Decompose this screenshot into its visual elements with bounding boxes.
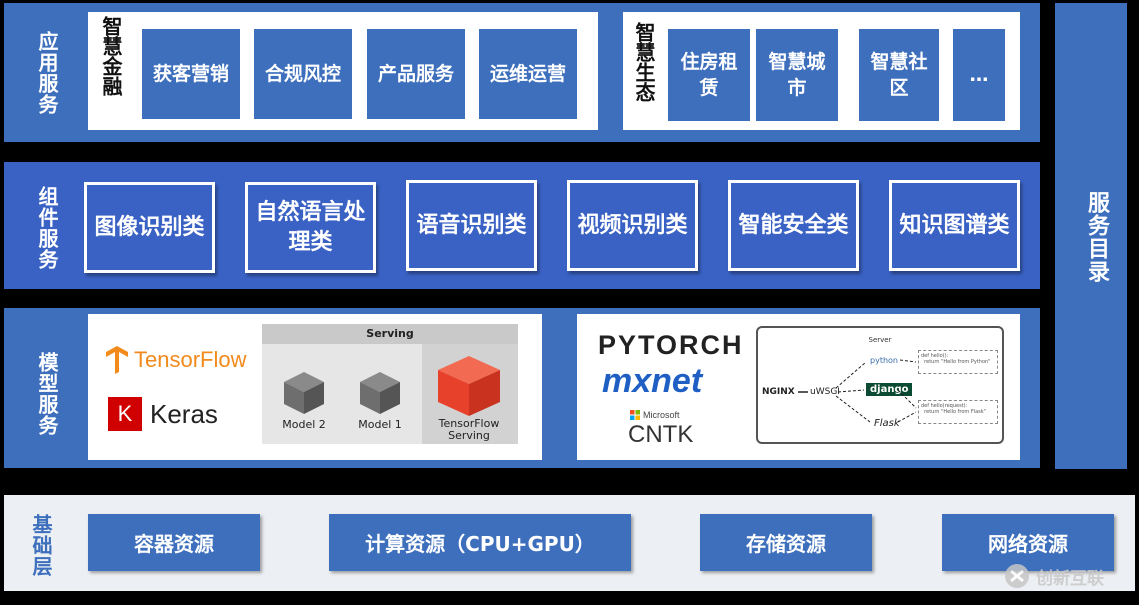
model2-cube-icon — [284, 372, 324, 414]
ecology-item-housing[interactable]: 住房租赁 — [668, 29, 750, 121]
finance-item-marketing[interactable]: 获客营销 — [142, 29, 240, 119]
tensorflow-serving-label: TensorFlow Serving — [438, 417, 500, 442]
watermark-logo-icon — [1005, 564, 1029, 588]
component-video-recognition[interactable]: 视频识别类 — [567, 180, 698, 271]
server-flow-arrows — [798, 359, 917, 423]
serving-title: Serving — [366, 327, 414, 340]
tensorflow-logo: TensorFlow — [104, 344, 264, 376]
finance-item-product[interactable]: 产品服务 — [367, 29, 465, 119]
smart-finance-label: 智慧金融 — [99, 16, 123, 96]
component-speech-recognition[interactable]: 语音识别类 — [406, 180, 537, 271]
tensorflow-text: TensorFlow — [134, 347, 247, 372]
uwsgi-label: uWSGI — [810, 387, 840, 397]
model1-label: Model 1 — [358, 418, 402, 431]
base-layer-label: 基础层 — [29, 513, 53, 577]
serving-header — [262, 324, 518, 344]
finance-item-operations[interactable]: 运维运营 — [479, 29, 577, 119]
serving-diagram: Serving Model 2 Model 1 TensorFlow Servi… — [262, 324, 518, 444]
django-label: django — [866, 383, 913, 396]
pytorch-logo: PYTORCH — [598, 330, 744, 360]
flask-label: Flask — [874, 418, 900, 429]
component-knowledge-graph[interactable]: 知识图谱类 — [889, 180, 1020, 271]
ecology-item-city[interactable]: 智慧城市 — [756, 29, 838, 121]
server-diagram: Server NGINX uWSGI python django Flask d… — [756, 326, 1004, 444]
base-storage-resources[interactable]: 存储资源 — [700, 514, 872, 571]
ecology-item-community[interactable]: 智慧社区 — [859, 29, 939, 121]
nginx-label: NGINX — [762, 387, 795, 397]
component-intelligent-security[interactable]: 智能安全类 — [728, 180, 859, 271]
keras-text: Keras — [150, 398, 218, 429]
model-layer-label: 模型服务 — [35, 352, 59, 436]
server-title: Server — [868, 336, 892, 344]
finance-item-compliance[interactable]: 合规风控 — [254, 29, 352, 119]
watermark-text: 创新互联 — [1036, 568, 1104, 589]
microsoft-icon — [630, 410, 640, 420]
mxnet-logo: mxnet — [602, 362, 703, 400]
cntk-logo: CNTK — [628, 421, 694, 448]
component-layer-label: 组件服务 — [35, 186, 59, 270]
microsoft-logo: Microsoft — [630, 410, 680, 420]
model1-cube-icon — [360, 372, 400, 414]
service-catalog-label: 服务目录 — [1084, 191, 1109, 283]
component-image-recognition[interactable]: 图像识别类 — [84, 182, 215, 273]
microsoft-text: Microsoft — [643, 410, 680, 420]
base-network-resources[interactable]: 网络资源 — [942, 514, 1114, 571]
base-container-resources[interactable]: 容器资源 — [88, 514, 260, 571]
code-block-2: def hello(request): return "Hello from F… — [918, 400, 998, 424]
tensorflow-icon — [106, 346, 128, 374]
base-compute-resources[interactable]: 计算资源（CPU+GPU） — [329, 514, 631, 571]
watermark: 创新互联 — [1004, 562, 1134, 590]
code-block-1: def hello(): return "Hello from Python" — [918, 350, 998, 374]
python-label: python — [870, 356, 898, 365]
model2-label: Model 2 — [282, 418, 326, 431]
ecology-item-more[interactable]: … — [953, 29, 1005, 121]
keras-logo: K Keras — [108, 396, 248, 432]
keras-icon: K — [108, 397, 142, 431]
tensorflow-serving-cube-icon — [438, 356, 500, 416]
service-catalog[interactable] — [1055, 3, 1127, 469]
component-nlp[interactable]: 自然语言处理类 — [245, 182, 376, 273]
smart-ecology-label: 智慧生态 — [632, 22, 656, 102]
application-layer-label: 应用服务 — [35, 31, 59, 115]
